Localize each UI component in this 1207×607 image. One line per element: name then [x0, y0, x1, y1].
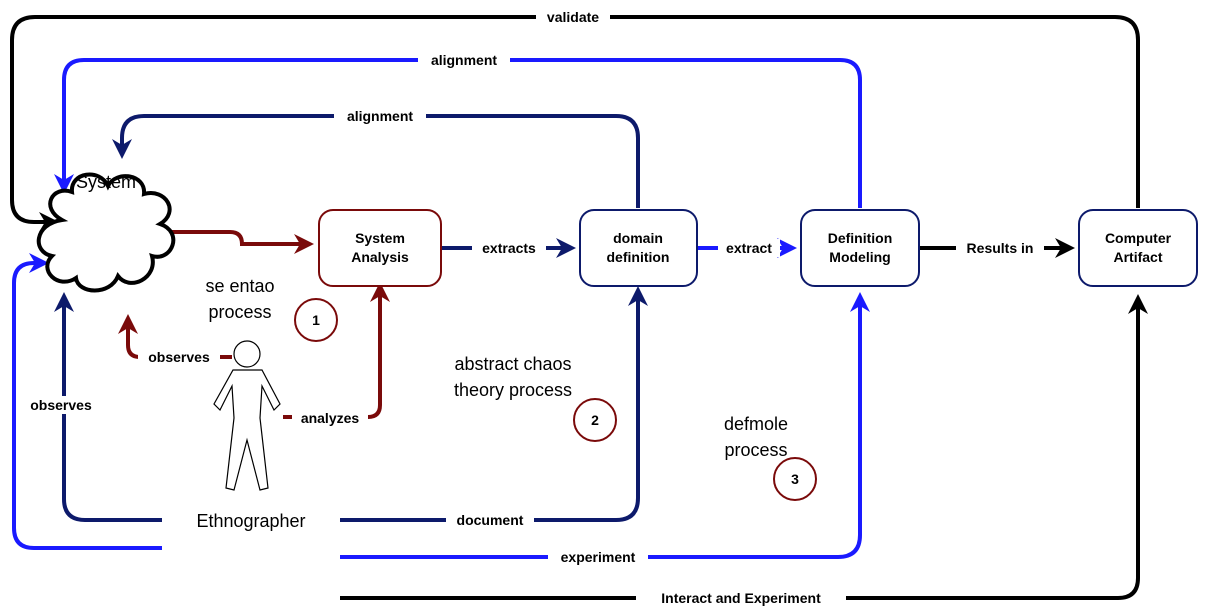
svg-text:Modeling: Modeling — [829, 249, 890, 265]
svg-text:alignment: alignment — [431, 52, 497, 68]
system-analysis-box[interactable]: System Analysis — [318, 209, 442, 287]
edge-label-alignment-inner: alignment — [334, 107, 426, 125]
interact-connector — [340, 294, 1148, 600]
ethnographer-label: Ethnographer — [196, 511, 305, 531]
edge-label-extract: extract — [718, 239, 780, 257]
svg-text:observes: observes — [30, 397, 92, 413]
process-2-label: abstract chaos theory process — [454, 354, 572, 400]
analyzes-connector — [283, 282, 390, 419]
process-3-number-badge: 3 — [773, 457, 817, 501]
domain-definition-box[interactable]: domain definition — [579, 209, 698, 287]
svg-text:validate: validate — [547, 9, 599, 25]
experiment-connector — [340, 292, 870, 559]
svg-text:alignment: alignment — [347, 108, 413, 124]
edge-label-results-in: Results in — [956, 239, 1044, 257]
svg-text:extract: extract — [726, 240, 772, 256]
svg-text:process: process — [208, 302, 271, 322]
edge-label-extracts: extracts — [472, 239, 546, 257]
system-cloud-icon — [36, 172, 176, 293]
svg-text:System: System — [355, 230, 405, 246]
edge-label-analyzes: analyzes — [292, 409, 368, 427]
svg-text:Computer: Computer — [1105, 230, 1172, 246]
process-1-number-badge: 1 — [294, 298, 338, 342]
svg-text:se entao: se entao — [205, 276, 274, 296]
svg-text:abstract chaos: abstract chaos — [454, 354, 571, 374]
svg-text:theory process: theory process — [454, 380, 572, 400]
observes-outer-connector — [54, 292, 162, 522]
edge-label-alignment-outer: alignment — [418, 51, 510, 69]
process-2-number-badge: 2 — [573, 398, 617, 442]
alignment-outer-connector — [54, 58, 862, 208]
experiment-return-connector — [12, 253, 162, 550]
svg-text:2: 2 — [591, 412, 599, 428]
ethnographer-figure-icon — [213, 340, 281, 491]
svg-text:domain: domain — [613, 230, 663, 246]
svg-text:Interact and Experiment: Interact and Experiment — [661, 590, 821, 606]
edge-label-observes-outer: observes — [20, 396, 102, 414]
svg-text:analyzes: analyzes — [301, 410, 360, 426]
svg-text:extracts: extracts — [482, 240, 536, 256]
computer-artifact-box[interactable]: Computer Artifact — [1078, 209, 1198, 287]
svg-text:Artifact: Artifact — [1113, 249, 1162, 265]
svg-text:definition: definition — [607, 249, 670, 265]
alignment-inner-connector — [112, 114, 640, 208]
definition-modeling-box[interactable]: Definition Modeling — [800, 209, 920, 287]
document-connector — [340, 286, 648, 522]
svg-text:document: document — [457, 512, 524, 528]
svg-text:experiment: experiment — [561, 549, 636, 565]
edge-label-document: document — [446, 511, 534, 529]
process-1-label: se entao process — [205, 276, 274, 322]
svg-text:Analysis: Analysis — [351, 249, 409, 265]
edge-label-interact: Interact and Experiment — [636, 589, 846, 607]
system-label: System — [76, 172, 136, 192]
svg-text:3: 3 — [791, 471, 799, 487]
svg-text:Results in: Results in — [967, 240, 1034, 256]
edge-label-experiment: experiment — [548, 548, 648, 566]
svg-text:defmole: defmole — [724, 414, 788, 434]
system-analysis-link — [156, 222, 314, 254]
svg-text:observes: observes — [148, 349, 210, 365]
process-3-label: defmole process — [724, 414, 788, 460]
edge-label-validate: validate — [536, 8, 610, 26]
svg-text:1: 1 — [312, 312, 320, 328]
svg-text:Definition: Definition — [828, 230, 893, 246]
edge-label-observes-inner: observes — [138, 348, 220, 366]
validate-connector — [10, 15, 1140, 232]
svg-text:process: process — [724, 440, 787, 460]
